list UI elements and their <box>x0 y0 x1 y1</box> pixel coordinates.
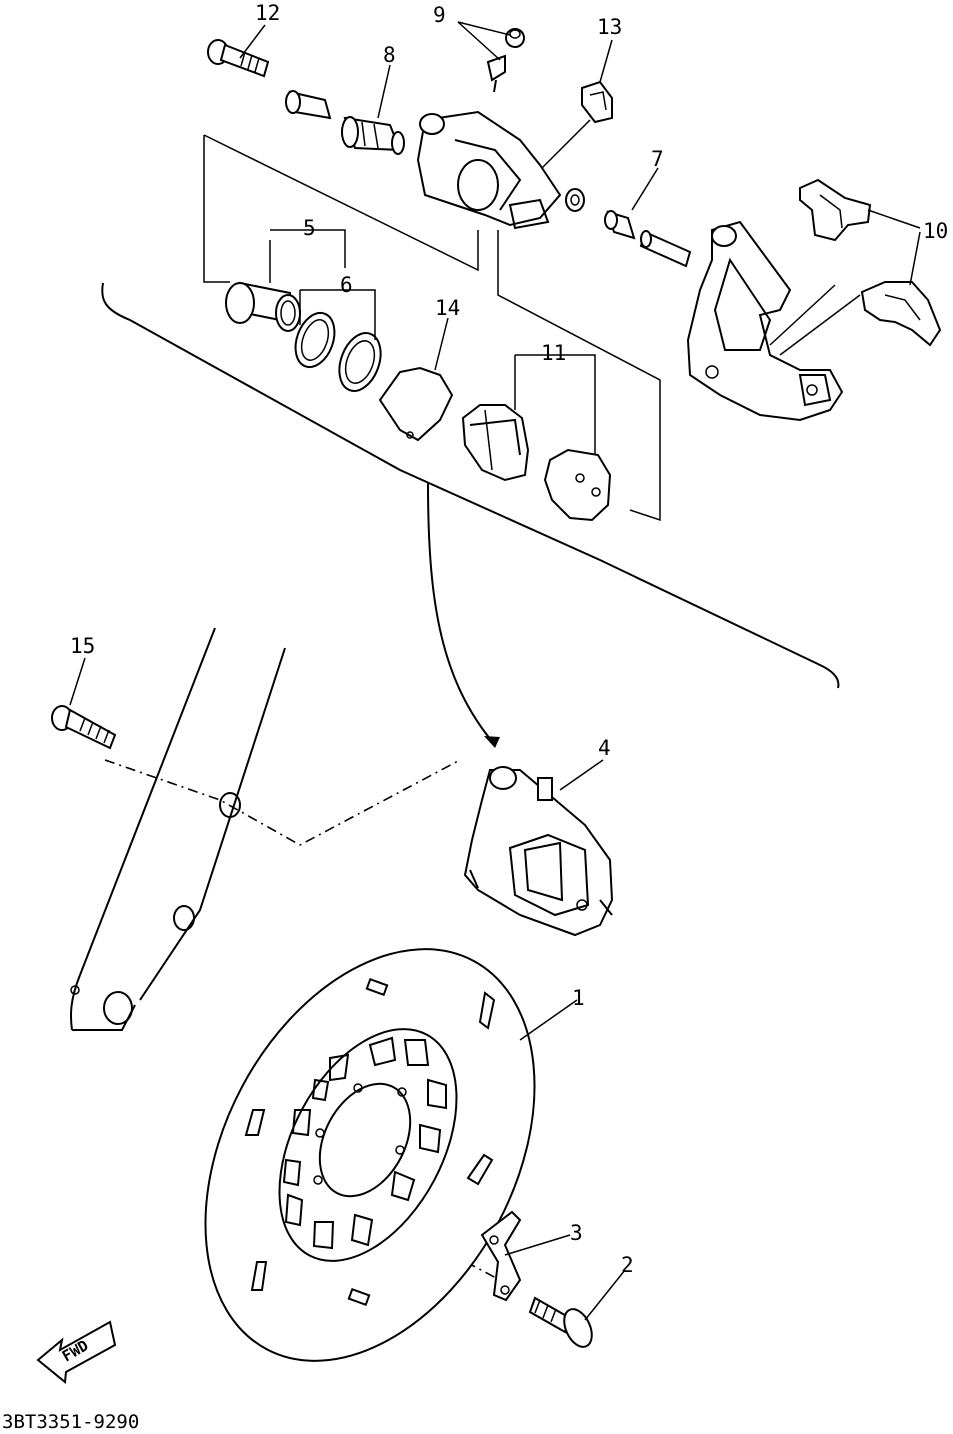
caliper-mounting-bolt <box>51 705 117 750</box>
pad-clip <box>581 80 613 124</box>
callout-8: 8 <box>383 43 396 67</box>
brake-pad-outer <box>543 448 612 522</box>
pin-sleeve <box>285 90 332 120</box>
group-boundary-curve <box>101 282 840 689</box>
pad-spring-upper <box>799 178 872 242</box>
callout-4: 4 <box>598 736 611 760</box>
callout-6: 6 <box>340 273 353 297</box>
pin-bolt <box>207 39 270 78</box>
callout-3: 3 <box>570 1221 583 1245</box>
callout-15: 15 <box>70 634 95 658</box>
callout-2: 2 <box>621 1253 634 1277</box>
disc-bolt <box>528 1296 593 1348</box>
dust-seal <box>338 332 382 392</box>
brake-pad-inner <box>461 404 530 482</box>
callout-10: 10 <box>923 219 948 243</box>
diagram-code: 3BT3351-9290 <box>2 1411 139 1433</box>
bolt-lock-washer <box>480 1210 522 1302</box>
slide-pin <box>639 230 692 268</box>
fork-leg <box>70 627 286 1031</box>
callout-5: 5 <box>303 216 316 240</box>
callout-7: 7 <box>651 147 664 171</box>
callout-labels: 12 8 9 13 7 10 5 6 14 11 15 4 1 3 2 <box>70 1 948 1277</box>
slide-bushing <box>604 210 636 240</box>
brake-disc <box>204 948 536 1362</box>
bleed-screw <box>486 54 506 93</box>
pad-shim <box>378 366 454 442</box>
caliper-bracket <box>686 220 844 422</box>
callout-14: 14 <box>435 296 460 320</box>
callout-11: 11 <box>541 341 566 365</box>
assembly-arrow <box>427 482 500 748</box>
callout-13: 13 <box>597 15 622 39</box>
callout-12: 12 <box>255 1 280 25</box>
small-seal-ring <box>565 188 585 212</box>
callout-1: 1 <box>572 986 585 1010</box>
dust-boot <box>341 116 405 155</box>
callout-leaders <box>69 21 921 1321</box>
caliper-piston <box>225 281 301 332</box>
callout-9: 9 <box>433 3 446 27</box>
caliper-body <box>416 110 562 230</box>
fwd-direction-marker: FWD <box>36 1320 117 1384</box>
bleed-cap <box>505 28 525 48</box>
brake-caliper-assembly <box>463 766 614 937</box>
piston-seal <box>294 311 336 369</box>
pad-spring-lower <box>860 281 942 347</box>
